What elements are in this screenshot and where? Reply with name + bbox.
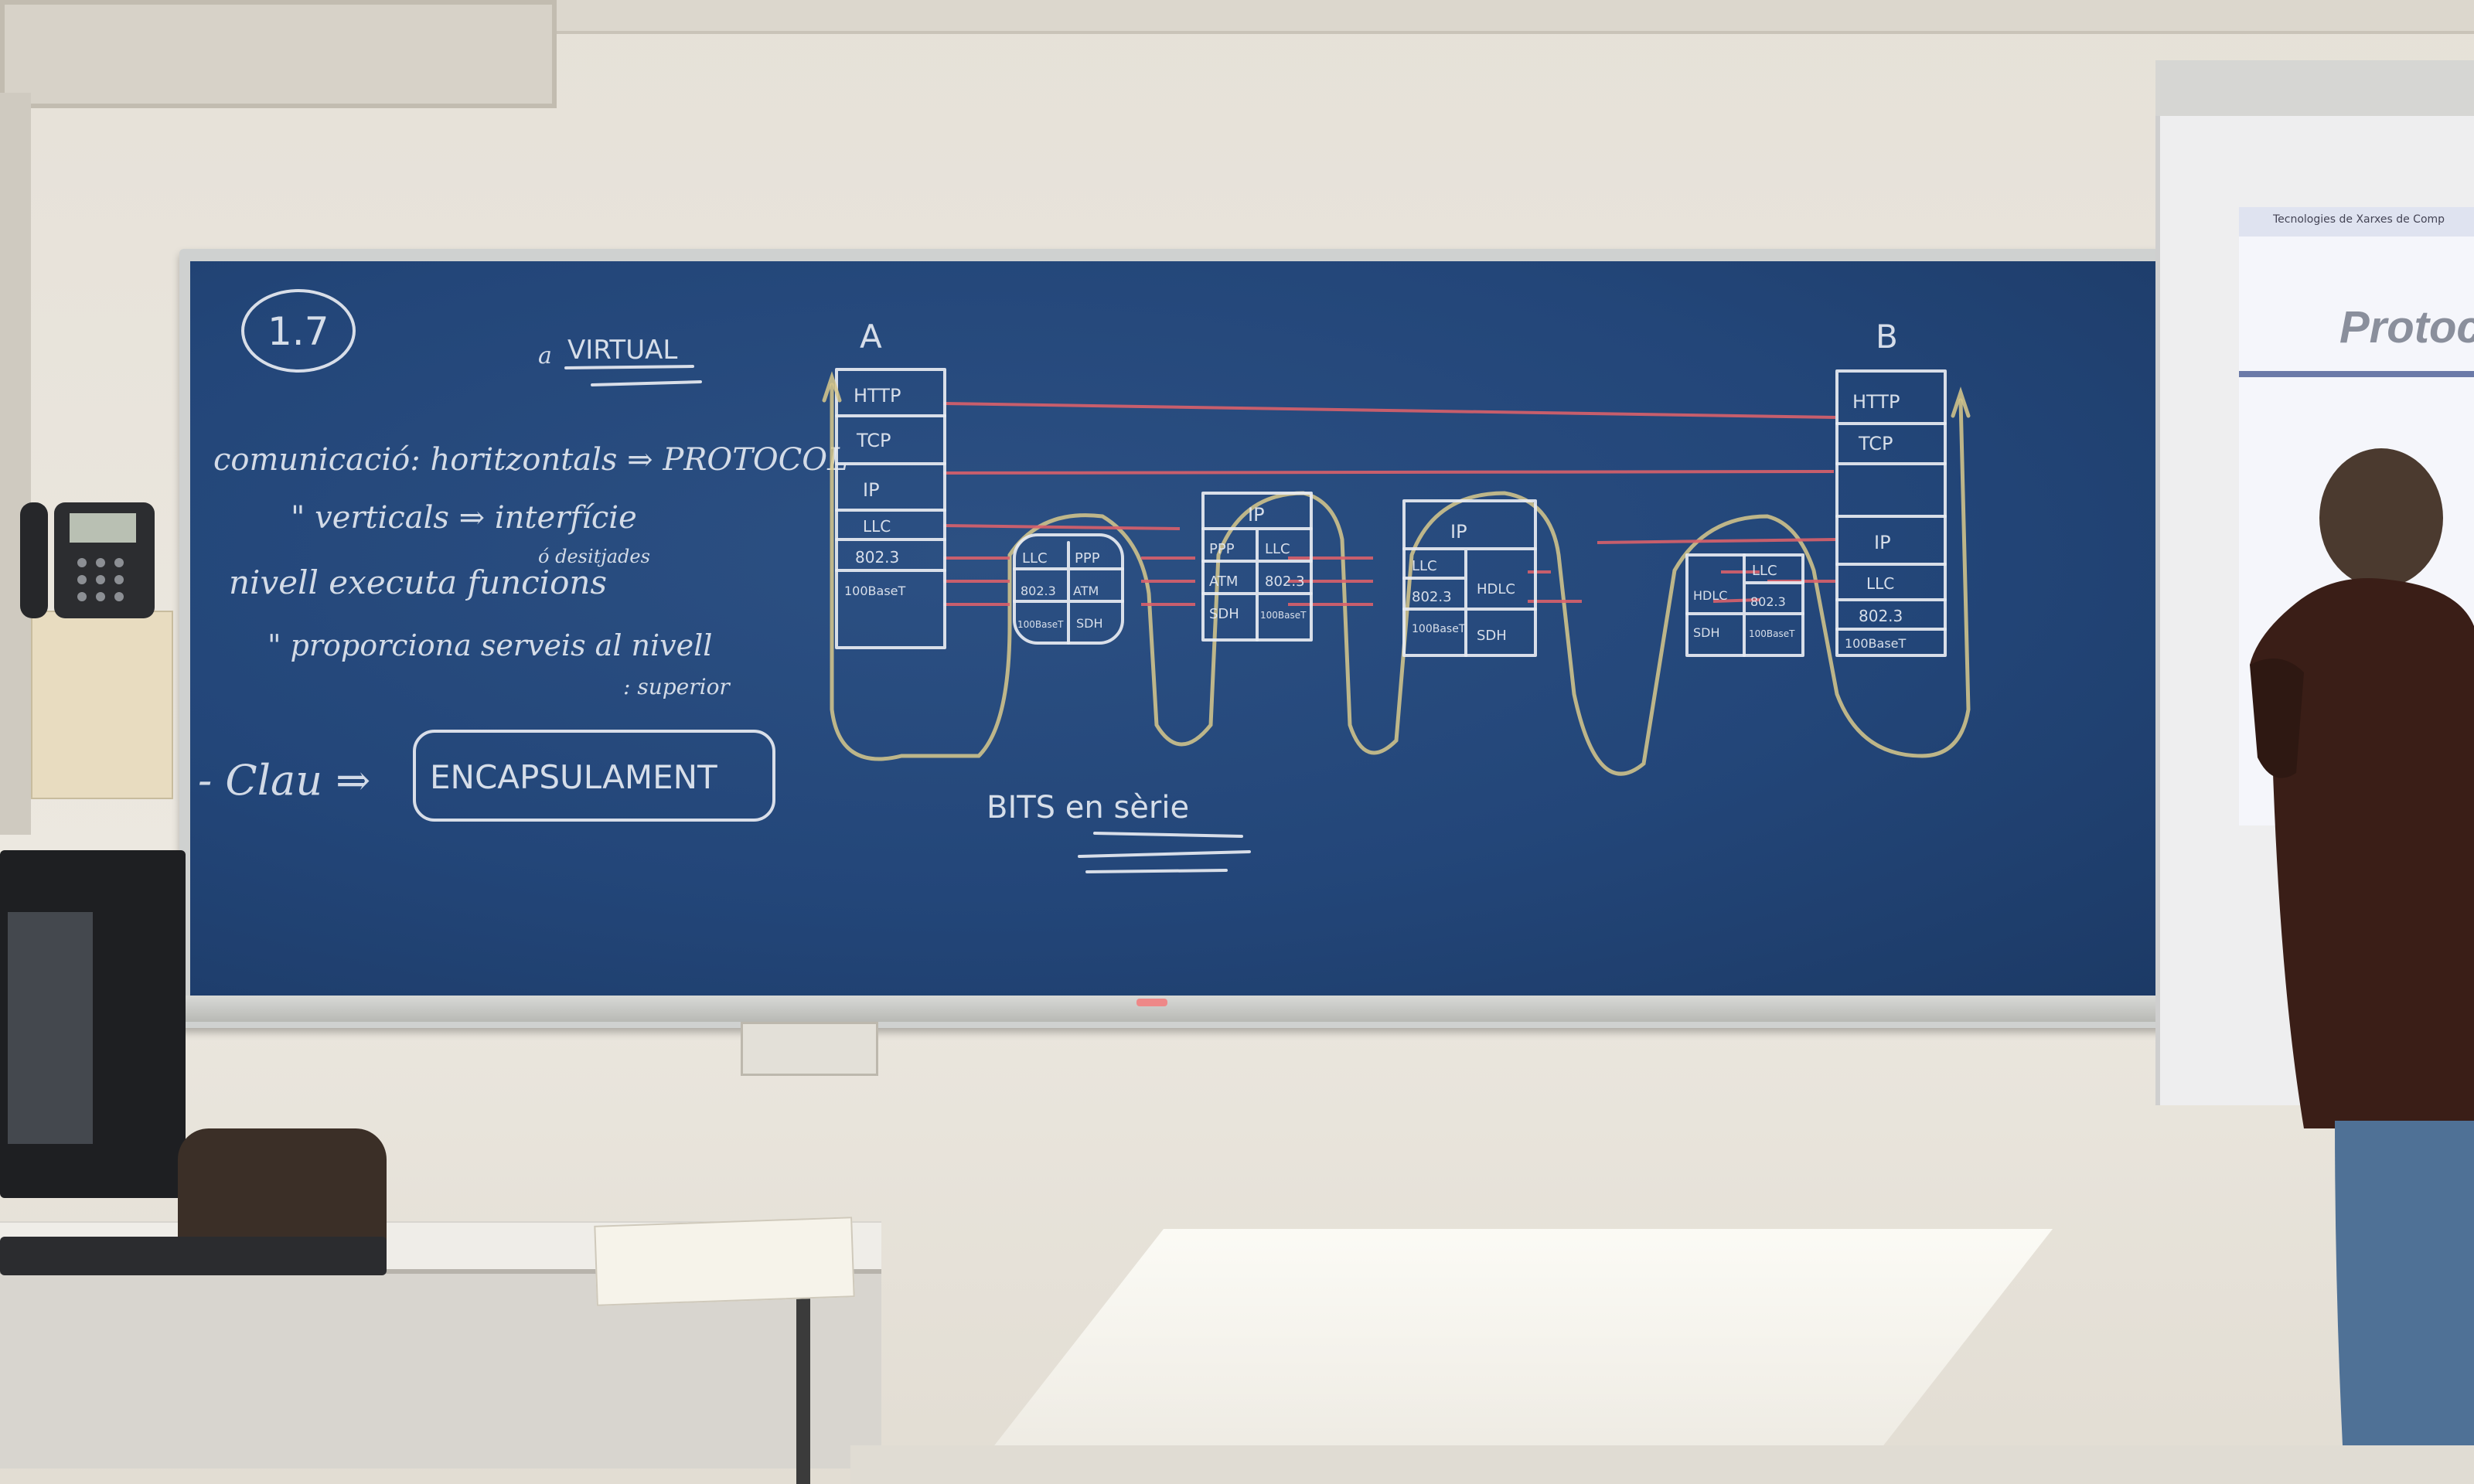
stack-of-papers (594, 1217, 855, 1306)
bits-label: BITS en sèrie (987, 790, 1189, 825)
router-3: IP LLC HDLC 802.3 100BaseT SDH (1402, 499, 1537, 657)
svg-text:802.3: 802.3 (1265, 574, 1305, 590)
svg-text:LLC: LLC (1265, 541, 1290, 557)
svg-text:SDH: SDH (1693, 625, 1720, 640)
wall-phone (20, 502, 155, 618)
svg-text:802.3: 802.3 (1021, 584, 1056, 598)
virtual-label: VIRTUAL (567, 335, 677, 366)
host-b-label: B (1876, 318, 1898, 356)
svg-text:IP: IP (1248, 504, 1265, 526)
stack-b-http: HTTP (1852, 391, 1900, 413)
desk-leg (796, 1268, 810, 1484)
slide-rule (2239, 371, 2474, 377)
bit-path (830, 383, 1971, 776)
peer-arrows-upper (942, 402, 1836, 544)
floor (850, 1445, 2474, 1484)
virtual-underline-2 (591, 380, 702, 386)
flow-arrowheads (822, 371, 1971, 418)
svg-text:SDH: SDH (1477, 628, 1507, 644)
badge-circle (241, 289, 356, 373)
stack-b: HTTP TCP IP LLC 802.3 100BaseT (1835, 369, 1947, 657)
projector-screen-housing (2155, 60, 2474, 122)
stack-a-ip: IP (863, 479, 880, 501)
key-prefix: - Clau ⇒ (198, 756, 370, 805)
board-bracket (741, 1022, 878, 1076)
svg-text:100BaseT: 100BaseT (1017, 619, 1064, 630)
door-frame (0, 93, 31, 835)
line-superior: : superior (623, 674, 731, 699)
key-word: ENCAPSULAMENT (430, 758, 717, 796)
host-a-label: A (860, 318, 882, 356)
line-comunicacio: comunicació: horitzontals ⇒ PROTOCOL (213, 442, 848, 478)
stack-b-ip: IP (1874, 532, 1891, 553)
svg-text:100BaseT: 100BaseT (1749, 628, 1795, 639)
svg-text:SDH: SDH (1076, 616, 1103, 631)
svg-text:SDH: SDH (1209, 606, 1239, 622)
key-box (413, 730, 775, 822)
virtual-prefix: a (538, 342, 552, 369)
stack-a-tcp: TCP (856, 430, 891, 451)
svg-text:PPP: PPP (1075, 550, 1100, 567)
svg-text:HDLC: HDLC (1693, 588, 1727, 603)
chalk-drawing: 1.7 a VIRTUAL comunicació: horitzontals … (198, 289, 1971, 873)
line-insert: ó desitjades (538, 546, 650, 567)
lecturer (2250, 448, 2474, 1445)
svg-text:LLC: LLC (1022, 550, 1048, 567)
svg-text:802.3: 802.3 (1412, 589, 1452, 605)
chalk-tray (182, 996, 2163, 1022)
link-arrows (943, 556, 1835, 606)
stack-b-tcp: TCP (1858, 433, 1893, 454)
svg-text:ATM: ATM (1209, 574, 1238, 590)
wall-notice (31, 611, 173, 799)
router-4: HDLC LLC 802.3 SDH 100BaseT (1685, 553, 1804, 657)
stack-b-llc: LLC (1866, 574, 1894, 593)
svg-text:100BaseT: 100BaseT (1260, 610, 1307, 621)
badge-text: 1.7 (268, 309, 329, 354)
router-2: IP PPP LLC ATM 802.3 SDH 100BaseT (1201, 492, 1313, 642)
stack-a-8023: 802.3 (855, 548, 899, 567)
chalk-piece (1136, 999, 1167, 1006)
svg-text:IP: IP (1450, 521, 1467, 543)
stack-b-8023: 802.3 (1859, 607, 1903, 625)
svg-text:LLC: LLC (1412, 558, 1437, 574)
router-1: LLC PPP 802.3 ATM 100BaseT SDH (1013, 533, 1124, 645)
line-proporciona: " proporciona serveis al nivell (268, 628, 712, 662)
stack-b-phy: 100BaseT (1845, 636, 1907, 651)
svg-text:LLC: LLC (1752, 563, 1777, 579)
blackboard (190, 261, 2155, 996)
virtual-underline (564, 365, 694, 369)
stack-a: HTTP TCP IP LLC 802.3 100BaseT (835, 368, 946, 649)
stack-a-http: HTTP (854, 385, 901, 407)
bits-underline (1078, 832, 1251, 873)
line-verticals: " verticals ⇒ interfície (291, 500, 637, 536)
keyboard (0, 1237, 387, 1275)
slide-title: Protoc (2339, 302, 2474, 352)
line-nivell: nivell executa funcions (229, 563, 607, 601)
svg-text:100BaseT: 100BaseT (1412, 623, 1466, 635)
svg-text:802.3: 802.3 (1750, 594, 1786, 609)
svg-text:PPP: PPP (1209, 541, 1235, 557)
svg-text:ATM: ATM (1073, 584, 1099, 598)
ceiling-vent (0, 0, 557, 108)
slide-header-bar (2239, 207, 2474, 237)
stack-a-llc: LLC (863, 517, 891, 536)
svg-text:HDLC: HDLC (1477, 581, 1515, 597)
stack-a-phy: 100BaseT (844, 584, 906, 598)
monitor-screen (8, 912, 93, 1144)
slide-header-text: Tecnologies de Xarxes de Comp (2273, 213, 2445, 226)
